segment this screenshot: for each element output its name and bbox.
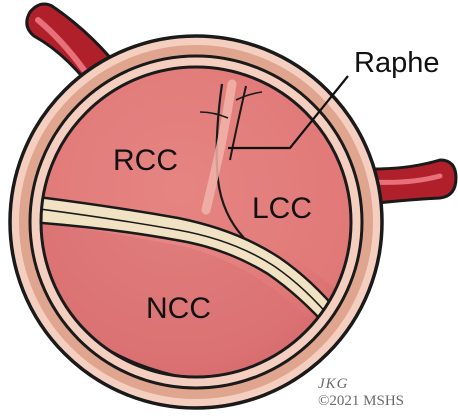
lcc-label: LCC [252, 192, 312, 225]
copyright-notice: ©2021 MSHS [318, 393, 404, 409]
ncc-label: NCC [146, 292, 211, 325]
rcc-label: RCC [113, 144, 178, 177]
raphe-label: Raphe [354, 47, 439, 79]
artist-initials: JKG [318, 376, 349, 392]
